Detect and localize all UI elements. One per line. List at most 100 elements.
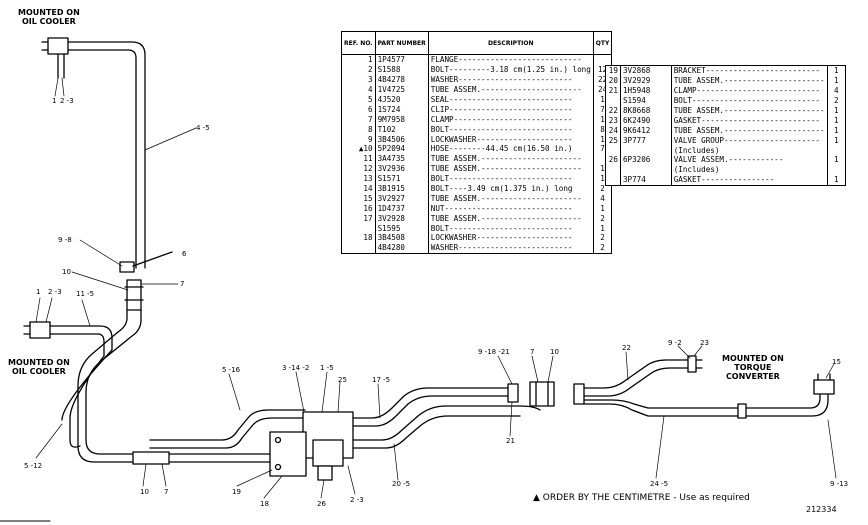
cell-ref xyxy=(605,174,621,186)
cell-part: S1588 xyxy=(375,64,429,75)
cell-ref: 5 xyxy=(341,94,376,105)
callout: 2 -3 xyxy=(60,97,74,105)
cell-qty: 22 xyxy=(597,75,608,85)
cell-part: 6P3206 xyxy=(620,155,672,165)
valve-assem-26 xyxy=(312,439,344,467)
cell-desc: TUBE ASSEM.---------------------- xyxy=(428,193,594,204)
callout: 9 -18 -21 xyxy=(478,348,510,356)
callout: 6 xyxy=(182,250,187,258)
cell-part: 3P774 xyxy=(620,174,672,186)
col-part: PART NUMBER xyxy=(375,31,429,55)
cell-ref: 24 xyxy=(605,125,621,136)
converter-flange-23 xyxy=(687,355,703,373)
cell-qty: 1 xyxy=(600,223,605,233)
cell-part: 3B4506 xyxy=(375,134,429,145)
cell-desc: CLIP--------------------------- xyxy=(428,104,594,115)
callout: 24 -5 xyxy=(650,480,669,488)
cell-ref: 3 xyxy=(341,74,376,85)
cell-desc: TUBE ASSEM.---------------------- xyxy=(428,163,594,174)
cell-qty: 1 xyxy=(834,66,839,76)
cell-ref: 14 xyxy=(341,183,376,194)
cell-ref: 21 xyxy=(605,85,621,96)
cell-qty: 1 xyxy=(600,164,605,174)
cell-qty: 1 xyxy=(834,175,839,185)
cell-desc: (Includes) xyxy=(671,145,828,156)
top-flange xyxy=(41,37,69,79)
cell-desc: TUBE ASSEM.---------------------- xyxy=(428,84,594,95)
cell-qty: 1 xyxy=(600,134,605,144)
callout: 10 xyxy=(62,268,71,276)
cell-qty: 2 xyxy=(834,96,839,106)
left-flange xyxy=(23,321,51,339)
cell-part: 5P2094 xyxy=(375,144,429,154)
callout: 7 xyxy=(530,348,535,356)
callout: 9 -2 xyxy=(668,339,682,347)
cell-qty: 4 xyxy=(834,86,839,96)
callout: 10 xyxy=(550,348,559,356)
cell-desc: BOLT--------------------------- xyxy=(428,223,594,234)
callout: 15 xyxy=(832,358,841,366)
cell-qty: 1 xyxy=(834,76,839,86)
cell-desc: TUBE ASSEM.---------------------- xyxy=(671,125,828,136)
cell-desc: SEAL--------------------------- xyxy=(428,94,594,105)
callout: 5 -16 xyxy=(222,366,241,374)
cell-ref: 6 xyxy=(341,104,376,115)
cell-ref: 15 xyxy=(341,193,376,204)
cell-desc: VALVE ASSEM.------------ xyxy=(671,155,828,165)
cell-desc: NUT---------------------------- xyxy=(428,203,594,214)
callout: 19 xyxy=(232,488,241,496)
table-row: (Includes) xyxy=(605,164,846,175)
cell-qty xyxy=(827,165,845,175)
cell-qty: 1 xyxy=(834,106,839,115)
cell-part: 3V2928 xyxy=(375,213,429,224)
cell-ref: 13 xyxy=(341,173,376,184)
cell-part: 3P777 xyxy=(620,135,672,146)
hose-10-lower xyxy=(132,451,170,465)
callout: 9 -13 xyxy=(830,480,849,488)
cell-ref xyxy=(341,242,376,254)
callout: 10 xyxy=(140,488,149,496)
cell-desc: BRACKET------------------------- xyxy=(671,65,828,76)
cell-qty: 2 xyxy=(600,213,605,223)
callout: 7 xyxy=(164,488,169,496)
tube-16 xyxy=(149,409,306,449)
cell-part: 1V4725 xyxy=(375,84,429,95)
cell-desc: TUBE ASSEM.---------------------- xyxy=(428,153,594,164)
cell-qty: 1 xyxy=(834,135,839,145)
cell-qty: 1 xyxy=(834,155,839,165)
cell-desc: LOCKWASHER--------------------- xyxy=(428,134,594,145)
cell-ref: 23 xyxy=(605,115,621,126)
cell-ref: 4 xyxy=(341,84,376,95)
cell-part: 3V2936 xyxy=(375,163,429,174)
tube-4 xyxy=(67,41,146,269)
cell-part: 3V2868 xyxy=(620,65,672,76)
cell-qty: 2 xyxy=(600,243,605,253)
col-qty: QTY xyxy=(593,31,612,55)
cell-qty: 8 xyxy=(600,124,605,134)
cell-part: 1H5948 xyxy=(620,85,672,96)
hose-7 xyxy=(529,381,555,407)
cell-ref: 25 xyxy=(605,135,621,146)
callout: 11 -5 xyxy=(76,290,95,298)
cell-qty: 1 xyxy=(834,125,839,135)
tube-20 xyxy=(352,405,541,449)
cell-ref: 1 xyxy=(341,54,376,65)
cell-part xyxy=(620,164,672,175)
cell-ref: 18 xyxy=(341,233,376,243)
cell-part: 3V2929 xyxy=(620,75,672,86)
leader-6 xyxy=(132,251,173,267)
